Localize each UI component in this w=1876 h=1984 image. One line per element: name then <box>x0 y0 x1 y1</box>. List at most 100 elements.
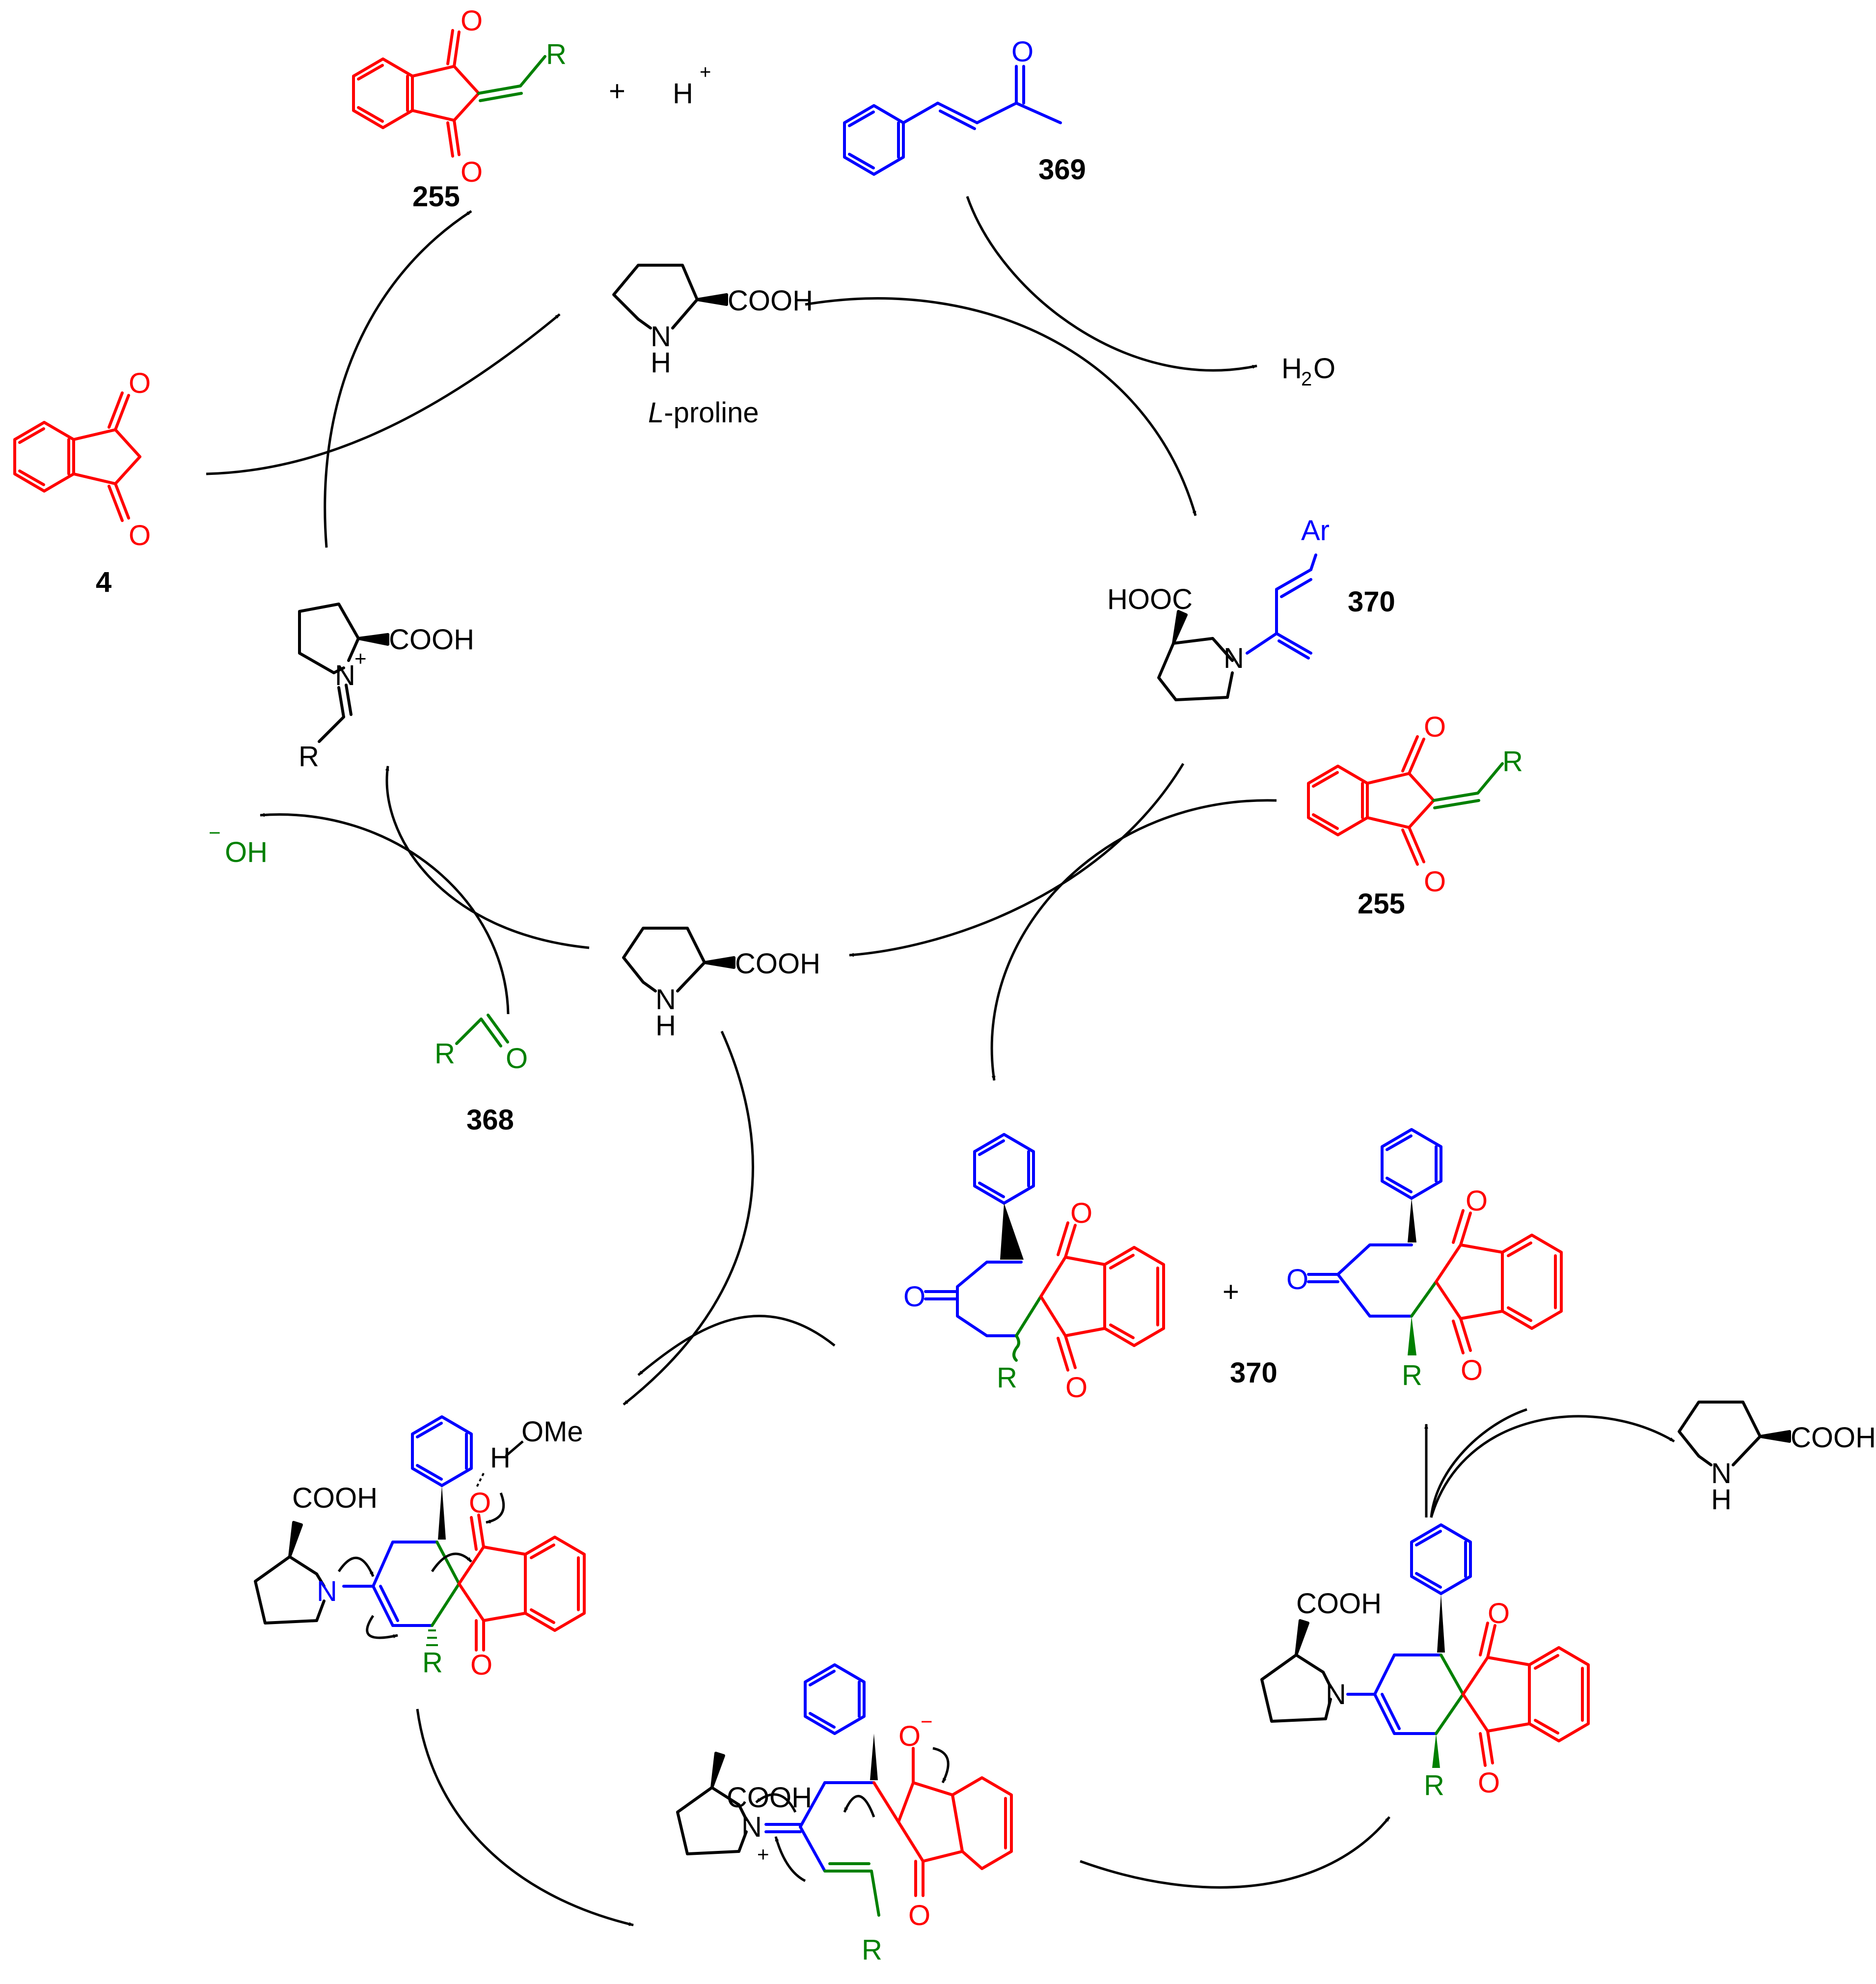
hashed-bond <box>426 1629 438 1646</box>
l-proline-released <box>1678 1401 1791 1466</box>
atom-hydrogen: H <box>655 1010 676 1042</box>
iminium-enolate-ring <box>764 1663 875 1873</box>
spiro-product-indanedione-2 <box>1435 1209 1563 1354</box>
iminium-enolate-proline <box>676 1752 748 1855</box>
spiro-product-phenyl-1 <box>924 1133 1035 1337</box>
dienamine-370-proline-part <box>1157 610 1234 701</box>
spiro-product-green-bonds-1 <box>1012 1295 1042 1362</box>
indanedione-alkylidene-255-right <box>1307 735 1435 866</box>
atom-r-group: R <box>299 741 319 772</box>
atom-oxygen: O <box>1424 866 1446 898</box>
negative-charge: − <box>921 1710 933 1733</box>
svg-text:L-proline: L-proline <box>648 397 759 429</box>
compound-label-368: 368 <box>466 1104 514 1136</box>
iminium-enolate-green <box>823 1862 880 1917</box>
atom-nitrogen: N <box>651 321 671 353</box>
cycle-arrows <box>206 196 1675 1927</box>
indanedione-4 <box>13 391 141 522</box>
compound-label-4: 4 <box>96 566 111 598</box>
methanol-label: OMe <box>521 1416 583 1448</box>
atom-r-group: R <box>1402 1359 1422 1391</box>
l-proline-label: -proline <box>664 397 759 429</box>
compound-label-370: 370 <box>1230 1357 1278 1389</box>
atom-nitrogen: N <box>335 660 355 691</box>
atom-nitrogen: N <box>655 984 676 1016</box>
enamine-left-proline <box>254 1521 326 1625</box>
hydrogen-bond <box>475 1473 485 1488</box>
plus-sign: + <box>609 75 625 107</box>
atom-oxygen: O <box>1488 1598 1510 1629</box>
iminium-intermediate <box>298 603 389 743</box>
atom-oxygen: O <box>506 1043 528 1075</box>
compound-label-255: 255 <box>1358 888 1405 920</box>
atom-oxygen: O <box>1070 1197 1092 1229</box>
atom-oxygen: O <box>461 156 483 188</box>
atom-oxygen: O <box>470 1649 492 1681</box>
indanedione-alkylidene-255-top <box>352 29 480 158</box>
atom-oxygen: O <box>1424 711 1446 743</box>
water-o: O <box>1313 353 1335 385</box>
enamine-right-green <box>1435 1653 1465 1735</box>
atom-oxygen: O <box>1478 1767 1500 1799</box>
atom-r-group: R <box>1502 745 1523 777</box>
atom-nitrogen: N <box>1223 642 1244 674</box>
water-subscript: 2 <box>1301 368 1312 390</box>
electron-pushing-arrows-left <box>337 1492 505 1639</box>
atom-oxygen: O <box>903 1281 925 1313</box>
carboxylic-acid-label: HOOC <box>1107 583 1193 615</box>
atom-r-group: R <box>422 1647 443 1679</box>
atom-hydrogen: H <box>490 1442 511 1474</box>
atom-nitrogen: N <box>317 1575 337 1607</box>
atom-oxygen: O <box>1065 1372 1088 1404</box>
spiro-product-indanedione-1 <box>1039 1221 1165 1372</box>
enamine-left-green <box>431 1541 461 1627</box>
atom-r-group: R <box>1424 1769 1444 1801</box>
atom-r-group: R <box>997 1362 1017 1394</box>
atom-nitrogen: N <box>1711 1458 1732 1489</box>
compound-label-370: 370 <box>1348 586 1395 618</box>
compound-label-255: 255 <box>412 181 460 213</box>
atom-oxygen: O <box>1286 1264 1308 1295</box>
electron-pushing-arrows-center <box>755 1747 950 1882</box>
l-proline-center <box>622 927 735 992</box>
enamine-right-proline <box>1260 1619 1332 1723</box>
l-proline-top <box>612 264 728 330</box>
atom-r-group: R <box>862 1934 882 1966</box>
proton-charge: + <box>700 61 711 83</box>
enamine-right-indanedione <box>1462 1622 1590 1767</box>
atom-nitrogen: N <box>741 1811 762 1843</box>
atom-hydrogen: H <box>1711 1484 1732 1516</box>
atom-r-group: R <box>435 1038 455 1070</box>
atom-oxygen: O <box>129 520 151 551</box>
atom-oxygen: O <box>1461 1354 1483 1386</box>
positive-charge: + <box>757 1843 769 1866</box>
carboxylic-acid-label: COOH <box>1296 1588 1382 1620</box>
exocyclic-alkene-255-right <box>1432 762 1504 809</box>
enamine-right-ring <box>1346 1523 1472 1735</box>
atom-oxygen: O <box>129 367 151 399</box>
atom-oxygen: O <box>469 1487 491 1519</box>
spiro-product-green-bonds-2 <box>1410 1280 1438 1318</box>
proton-symbol: H <box>673 78 693 110</box>
enamine-left-indanedione <box>458 1514 586 1652</box>
aldehyde-368 <box>455 1014 509 1047</box>
atom-aryl-group: Ar <box>1301 515 1330 547</box>
carboxylic-acid-label: COOH <box>292 1482 378 1514</box>
carboxylic-acid-label: COOH <box>727 1782 812 1814</box>
dienamine-370-diene-part <box>1246 553 1317 660</box>
hydroxide-label: OH <box>225 836 268 868</box>
atom-nitrogen: N <box>1326 1679 1346 1710</box>
atom-oxygen: O <box>898 1720 921 1752</box>
positive-charge: + <box>354 647 367 670</box>
plus-sign: + <box>1223 1276 1239 1308</box>
atom-r-group: R <box>546 38 567 70</box>
benzalacetone-369 <box>843 65 1062 176</box>
atom-oxygen: O <box>908 1900 930 1931</box>
spiro-product-phenyl-2 <box>1307 1128 1442 1318</box>
hydroxide-charge: − <box>209 821 221 844</box>
iminium-enolate-indanedione <box>872 1747 1013 1897</box>
carboxylic-acid-label: COOH <box>389 624 474 656</box>
carboxylic-acid-label: COOH <box>1791 1422 1876 1454</box>
compound-label-369: 369 <box>1038 154 1086 186</box>
